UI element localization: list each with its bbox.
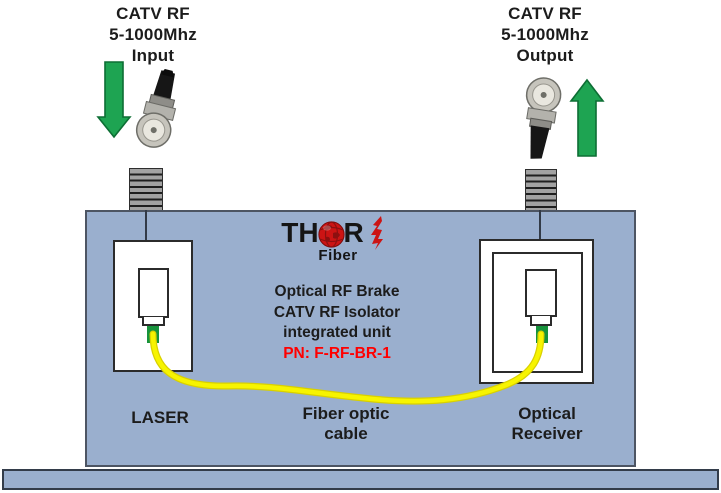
fiber-cable-label-line1: Fiber optic bbox=[302, 404, 390, 423]
output-label-line1: CATV RF bbox=[508, 4, 582, 23]
rf-connector-output-image bbox=[525, 77, 562, 159]
input-label-line2: 5-1000Mhz bbox=[109, 25, 197, 44]
logo-text-left: TH bbox=[281, 217, 319, 248]
rf-connector-input-image bbox=[135, 69, 177, 148]
part-number: PN: F-RF-BR-1 bbox=[283, 344, 391, 362]
output-label-line3: Output bbox=[516, 46, 574, 65]
receiver-label: Optical Receiver bbox=[492, 404, 602, 444]
unit-description-line2: CATV RF Isolator bbox=[273, 303, 401, 321]
fiber-cable-label: Fiber optic cable bbox=[291, 404, 401, 444]
lightning-bolt-icon bbox=[370, 216, 383, 250]
thor-fiber-logo: TH R Fiber bbox=[248, 216, 418, 264]
globe-icon bbox=[317, 220, 345, 248]
logo-subtitle: Fiber bbox=[318, 247, 358, 264]
output-label-line2: 5-1000Mhz bbox=[501, 25, 589, 44]
input-label-line3: Input bbox=[131, 46, 175, 65]
input-wire bbox=[145, 210, 147, 241]
receiver-component bbox=[525, 269, 557, 317]
input-down-arrow-icon bbox=[96, 61, 132, 139]
output-label-block: CATV RF 5-1000Mhz Output bbox=[465, 3, 625, 66]
laser-label: LASER bbox=[131, 408, 189, 427]
laser-component-neck bbox=[142, 317, 165, 326]
rf-port-input bbox=[129, 168, 163, 211]
fiber-cable-label-line2: cable bbox=[324, 424, 368, 443]
receiver-fiber-connector bbox=[536, 326, 548, 343]
laser-component bbox=[138, 268, 169, 318]
logo-text-right: R bbox=[343, 217, 364, 248]
output-up-arrow-icon bbox=[569, 78, 605, 157]
receiver-component-neck bbox=[530, 316, 552, 326]
base-platform bbox=[2, 469, 719, 490]
rf-port-output bbox=[525, 169, 557, 211]
unit-description: Optical RF Brake CATV RF Isolator integr… bbox=[237, 282, 437, 364]
unit-description-line3: integrated unit bbox=[283, 324, 391, 341]
input-label-block: CATV RF 5-1000Mhz Input bbox=[73, 3, 233, 66]
input-label-line1: CATV RF bbox=[116, 4, 190, 23]
output-wire bbox=[539, 210, 541, 240]
laser-fiber-connector bbox=[147, 326, 159, 343]
receiver-label-line2: Receiver bbox=[511, 424, 583, 443]
receiver-label-line1: Optical bbox=[518, 404, 576, 423]
unit-description-line1: Optical RF Brake bbox=[274, 283, 400, 300]
